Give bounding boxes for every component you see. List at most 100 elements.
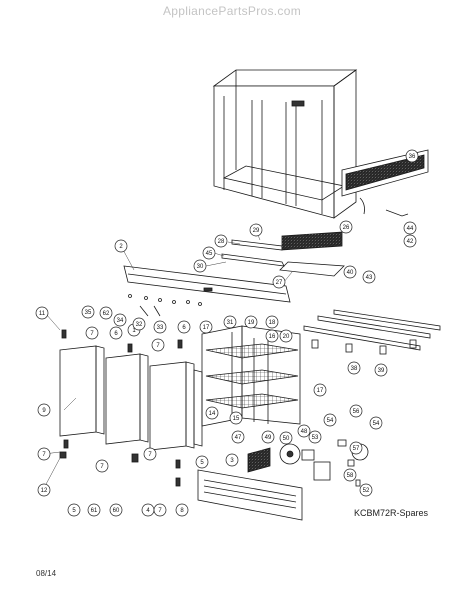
callout-7: 7 — [143, 447, 157, 461]
kickplate-part-3 — [197, 469, 303, 521]
callout-40: 40 — [343, 265, 357, 279]
callout-circle — [193, 259, 207, 273]
callout-number: 7 — [42, 452, 46, 458]
callout-circle — [132, 317, 146, 331]
callout-number: 58 — [347, 473, 354, 479]
callout-circle — [347, 361, 361, 375]
slide-rails-part-38-39 — [303, 309, 441, 355]
callout-2: 2 — [114, 239, 128, 253]
callout-4: 4 — [141, 503, 155, 517]
callout-circle — [153, 503, 167, 517]
callout-number: 19 — [248, 320, 255, 326]
callout-number: 18 — [269, 320, 276, 326]
callout-number: 43 — [366, 275, 373, 281]
callout-number: 6 — [182, 325, 186, 331]
callout-number: 17 — [203, 325, 210, 331]
callout-number: 30 — [197, 264, 204, 270]
callout-number: 14 — [209, 411, 216, 417]
callout-circle — [37, 447, 51, 461]
callout-number: 53 — [312, 435, 319, 441]
callout-circle — [349, 441, 363, 455]
callout-7: 7 — [95, 459, 109, 473]
callout-15: 15 — [229, 411, 243, 425]
callout-number: 5 — [72, 508, 76, 514]
callout-circle — [343, 265, 357, 279]
callout-number: 5 — [200, 460, 204, 466]
front-grille-part-36 — [341, 149, 429, 197]
callout-number: 54 — [327, 418, 334, 424]
callout-number: 47 — [235, 435, 242, 441]
callout-7: 7 — [37, 447, 51, 461]
callout-circle — [99, 306, 113, 320]
callout-38: 38 — [347, 361, 361, 375]
callout-34: 34 — [113, 313, 127, 327]
watermark: AppliancePartsPros.com — [163, 4, 301, 18]
callout-number: 54 — [373, 421, 380, 427]
callout-circle — [308, 430, 322, 444]
callout-62: 62 — [99, 306, 113, 320]
callout-number: 39 — [378, 368, 385, 374]
callout-circle — [87, 503, 101, 517]
callout-circle — [362, 270, 376, 284]
callout-number: 17 — [317, 388, 324, 394]
callout-32: 32 — [132, 317, 146, 331]
callout-number: 38 — [351, 366, 358, 372]
callout-number: 32 — [136, 322, 143, 328]
callout-20: 20 — [279, 329, 293, 343]
callout-number: 29 — [253, 228, 260, 234]
callout-30: 30 — [193, 259, 207, 273]
callout-circle — [67, 503, 81, 517]
model-label: KCBM72R-Spares — [354, 508, 429, 518]
callout-circle — [229, 411, 243, 425]
callout-29: 29 — [249, 223, 263, 237]
callout-number: 60 — [113, 508, 120, 514]
callout-circle — [95, 459, 109, 473]
callout-54: 54 — [369, 416, 383, 430]
callout-18: 18 — [265, 315, 279, 329]
callout-number: 1 — [132, 328, 136, 334]
callout-number: 16 — [269, 334, 276, 340]
callout-49: 49 — [261, 430, 275, 444]
callout-number: 7 — [158, 508, 162, 514]
callout-number: 61 — [91, 508, 98, 514]
callout-circle — [37, 403, 51, 417]
callout-12: 12 — [37, 483, 51, 497]
callout-circle — [279, 329, 293, 343]
callout-57: 57 — [349, 441, 363, 455]
callout-number: 28 — [218, 239, 225, 245]
callout-circle — [177, 320, 191, 334]
callout-number: 31 — [227, 320, 234, 326]
callout-number: 45 — [206, 251, 213, 257]
callout-circle — [279, 431, 293, 445]
callout-circle — [403, 234, 417, 248]
callout-9: 9 — [37, 403, 51, 417]
drip-tray-part-27 — [279, 261, 345, 277]
callout-circle — [369, 416, 383, 430]
callout-number: 7 — [90, 331, 94, 337]
callout-number: 7 — [148, 452, 152, 458]
callout-number: 20 — [283, 334, 290, 340]
callout-47: 47 — [231, 430, 245, 444]
callout-circle — [37, 483, 51, 497]
callout-36: 36 — [405, 149, 419, 163]
door-panels — [59, 345, 203, 451]
callout-53: 53 — [308, 430, 322, 444]
callout-19: 19 — [244, 315, 258, 329]
callout-6: 6 — [109, 326, 123, 340]
callout-circle — [81, 305, 95, 319]
clip-part-42 — [359, 197, 365, 215]
callout-circle — [244, 315, 258, 329]
callout-28: 28 — [214, 234, 228, 248]
callout-3: 3 — [225, 453, 239, 467]
callout-circle — [109, 503, 123, 517]
callout-circle — [143, 447, 157, 461]
callout-56: 56 — [349, 404, 363, 418]
callout-61: 61 — [87, 503, 101, 517]
callout-number: 2 — [119, 244, 123, 250]
callout-circle — [35, 306, 49, 320]
callout-number: 26 — [343, 225, 350, 231]
door-hardware — [59, 329, 183, 487]
callout-circle — [297, 424, 311, 438]
